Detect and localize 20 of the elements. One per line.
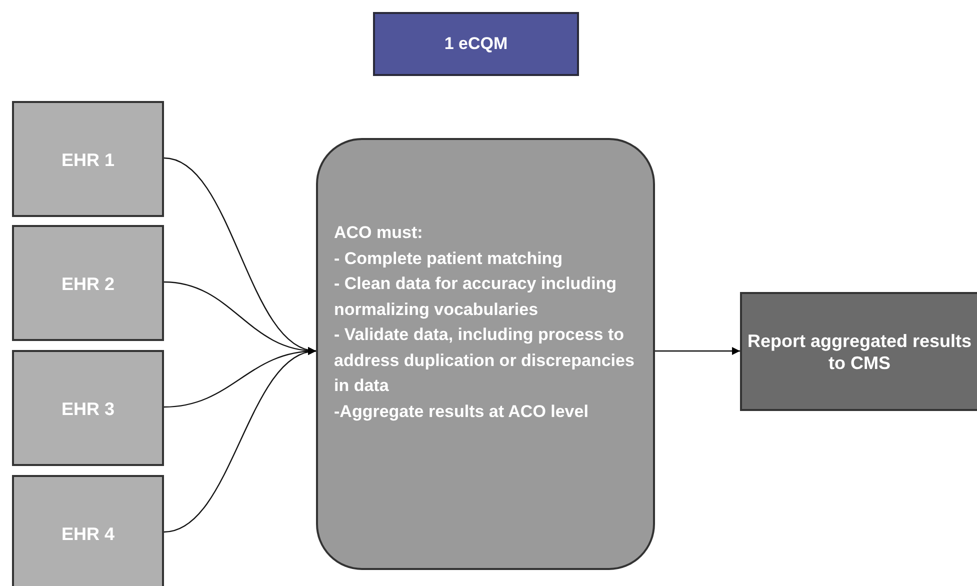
node-text: EHR 4: [61, 523, 114, 546]
node-text: - Validate data, including process to address duplication or discrepancies in data: [334, 324, 636, 397]
output-box: [740, 292, 977, 411]
ehr-box: [12, 225, 164, 341]
ehr-box: [12, 350, 164, 466]
node-text: EHR 2: [61, 273, 114, 296]
arrow: [655, 347, 740, 355]
node-text: Report aggregated results to CMS: [746, 330, 973, 374]
ehr-box: [12, 101, 164, 217]
ehr-box: [12, 475, 164, 586]
process-box: [316, 138, 655, 570]
node-text: ACO must:: [334, 222, 423, 244]
arrow: [164, 348, 316, 533]
node-text: - Clean data for accuracy including normalizing vocabularies: [334, 273, 618, 321]
node-text: EHR 1: [61, 149, 114, 172]
node-text: - Complete patient matching: [334, 248, 563, 270]
node-text: EHR 3: [61, 398, 114, 421]
node-text: 1 eCQM: [444, 33, 508, 56]
node-text: -Aggregate results at ACO level: [334, 400, 588, 423]
title-box: [373, 12, 579, 76]
